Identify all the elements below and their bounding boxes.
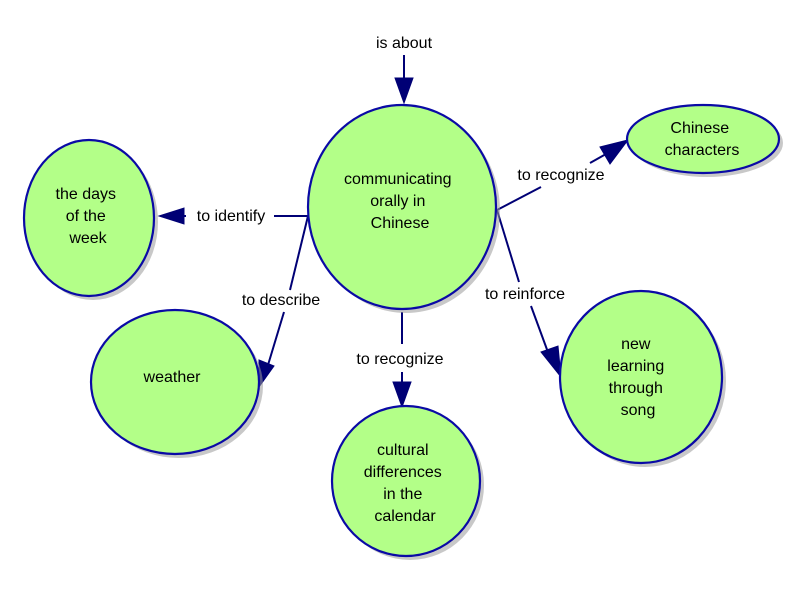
arrow-head-icon [394, 77, 414, 105]
arrow-head-icon [599, 139, 630, 165]
link-line [530, 305, 550, 356]
link-label-to-reinforce: to reinforce [485, 286, 565, 303]
node-label-line: characters [665, 142, 740, 159]
node-label: cultural differences in the calendar [364, 442, 446, 525]
node-label: communicating orally in Chinese [344, 171, 456, 232]
node-label: the days of the week [56, 186, 121, 247]
node-label-line: week [68, 230, 107, 247]
node-weather[interactable]: weather [89, 308, 263, 458]
node-label-line: cultural [377, 442, 429, 459]
link-to-reinforce: to reinforce [485, 209, 565, 379]
node-ellipse [625, 103, 781, 175]
link-label-is-about: is about [376, 35, 433, 52]
arrow-head-icon [157, 207, 185, 225]
link-label-to-recognize-characters: to recognize [517, 167, 604, 184]
node-label-line: orally in [370, 193, 425, 210]
link-to-recognize-characters: to recognize [496, 139, 630, 211]
node-ellipse [89, 308, 261, 456]
node-the-days-of-the-week[interactable]: the days of the week [22, 138, 158, 300]
node-ellipse [330, 404, 482, 558]
link-is-about: is about [376, 35, 433, 105]
node-label-line: the days [56, 186, 116, 203]
node-label-line: calendar [374, 508, 436, 525]
node-label: weather [143, 369, 202, 386]
link-line [289, 215, 309, 291]
link-label-to-describe: to describe [242, 292, 320, 309]
node-label-line: Chinese [371, 215, 430, 232]
node-label-line: of the [66, 208, 106, 225]
node-communicating-orally-in-chinese[interactable]: communicating orally in Chinese [306, 103, 500, 313]
link-to-describe: to describe [242, 215, 320, 389]
links-layer: is about to identify to recognize to des… [157, 35, 630, 409]
nodes-layer: communicating orally in Chinese the days… [22, 103, 783, 560]
arrow-head-icon [392, 381, 412, 409]
node-label-line: new [621, 336, 651, 353]
link-to-identify: to identify [157, 207, 308, 225]
node-label: new learning through song [607, 336, 668, 419]
arrow-head-icon [540, 345, 562, 379]
node-ellipse [306, 103, 498, 311]
node-ellipse [22, 138, 156, 298]
node-label-line: Chinese [670, 120, 729, 137]
link-label-to-identify: to identify [197, 208, 265, 225]
link-line [496, 209, 520, 283]
node-label-line: song [621, 402, 656, 419]
link-line [267, 311, 285, 366]
link-to-recognize-cultural: to recognize [356, 312, 444, 409]
node-chinese-characters[interactable]: Chinese characters [625, 103, 783, 177]
node-label-line: differences [364, 464, 442, 481]
node-cultural-differences-in-the-calendar[interactable]: cultural differences in the calendar [330, 404, 484, 560]
node-new-learning-through-song[interactable]: new learning through song [558, 289, 726, 467]
node-label-line: through [609, 380, 663, 397]
node-label-line: learning [607, 358, 664, 375]
link-line [589, 153, 607, 164]
link-line [496, 186, 542, 211]
node-ellipse [558, 289, 724, 465]
link-label-to-recognize-cultural: to recognize [356, 351, 443, 368]
node-label-line: communicating [344, 171, 452, 188]
node-label-line: in the [383, 486, 422, 503]
node-label: Chinese characters [665, 120, 740, 159]
